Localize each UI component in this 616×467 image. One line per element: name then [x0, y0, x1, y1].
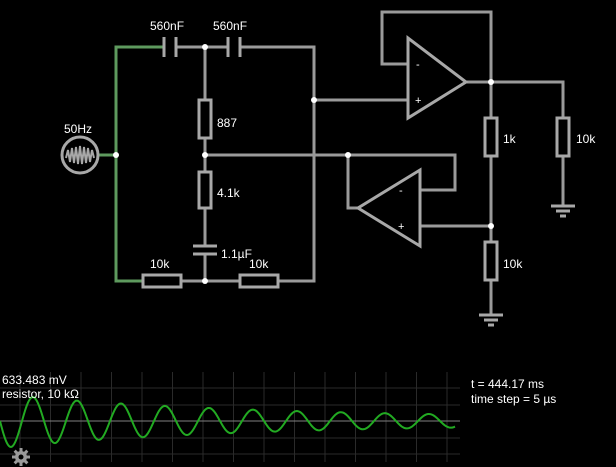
source-label: 50Hz: [64, 122, 92, 136]
scope-value: 633.483 mV: [2, 373, 67, 387]
resistor-bottom-left[interactable]: [141, 273, 183, 289]
opamp-upper-minus: -: [416, 59, 420, 71]
resistor-4k1-label: 4.1k: [217, 186, 241, 200]
resistor-1k-label: 1k: [503, 132, 517, 146]
time-readout: t = 444.17 ms: [471, 377, 545, 391]
ground-icon: [551, 204, 575, 218]
capacitor-3[interactable]: [193, 244, 217, 256]
resistor-887[interactable]: [197, 98, 213, 140]
nodes: [113, 44, 494, 284]
resistor-lower-10k-label: 10k: [503, 257, 523, 271]
time-step-readout: time step = 5 µs: [471, 392, 557, 406]
circuit-schematic[interactable]: 50Hz 560nF 560nF 887 4.1k 1.1µF 10k 10k …: [0, 0, 616, 372]
scope-trace: [0, 396, 456, 448]
resistor-bottom-right[interactable]: [238, 273, 280, 289]
resistor-bottom-left-label: 10k: [150, 257, 170, 271]
resistor-bottom-right-label: 10k: [249, 257, 269, 271]
capacitor-2-label: 560nF: [213, 19, 247, 33]
opamp-lower[interactable]: - +: [355, 167, 422, 249]
resistor-887-label: 887: [217, 116, 237, 130]
resistor-lower-10k[interactable]: [483, 240, 499, 282]
scope-panel[interactable]: [0, 372, 460, 462]
source-wires: [95, 45, 166, 283]
capacitor-1-label: 560nF: [150, 19, 184, 33]
resistor-right-10k-label: 10k: [576, 132, 596, 146]
opamp-upper[interactable]: - +: [406, 34, 469, 121]
capacitor-2[interactable]: [226, 37, 242, 57]
capacitor-3-label: 1.1µF: [221, 247, 252, 261]
scope-element: resistor, 10 kΩ: [2, 387, 79, 401]
resistor-4k1[interactable]: [197, 170, 213, 210]
opamp-lower-plus: +: [398, 221, 404, 233]
capacitor-1[interactable]: [162, 37, 178, 57]
opamp-upper-plus: +: [415, 95, 421, 107]
resistor-right-10k[interactable]: [555, 116, 571, 158]
ground-icon: [479, 313, 503, 327]
ac-source-icon[interactable]: [60, 135, 100, 175]
resistor-1k[interactable]: [483, 116, 499, 158]
scope-grid: [0, 372, 460, 462]
gear-icon[interactable]: [11, 447, 31, 467]
opamp-lower-minus: -: [399, 185, 403, 197]
